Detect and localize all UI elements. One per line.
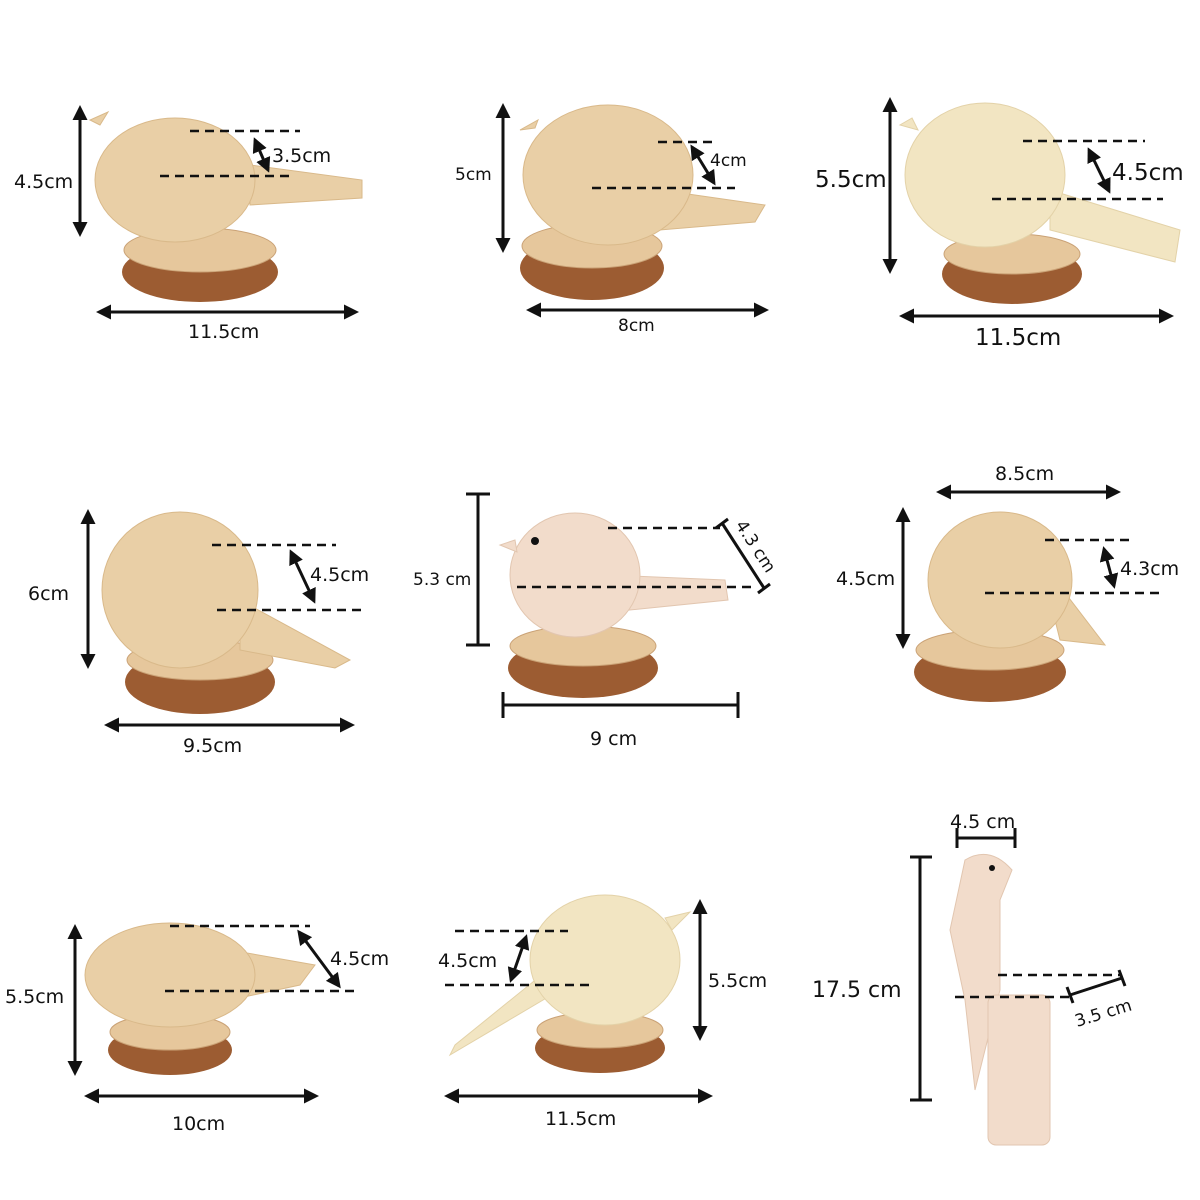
height-label: 5.5cm — [708, 970, 767, 992]
bird-figure-2 — [519, 104, 766, 300]
bird-figure-1 — [88, 110, 363, 302]
depth-arrow — [690, 144, 716, 186]
length-label: 11.5cm — [545, 1108, 616, 1130]
length-label: 11.5cm — [188, 321, 259, 343]
depth-label: 4.5cm — [330, 948, 389, 970]
height-label: 6cm — [28, 583, 69, 605]
depth-arrow — [252, 137, 271, 173]
height-label: 17.5 cm — [812, 978, 902, 1003]
width-label: 8.5cm — [995, 463, 1054, 485]
depth-arrow — [297, 929, 341, 989]
depth-bracket — [1069, 976, 1123, 997]
depth-label: 3.5cm — [272, 145, 331, 167]
height-label: 5.5cm — [815, 167, 887, 193]
parrot-eye — [989, 865, 995, 871]
depth-label: 4.5cm — [1112, 160, 1184, 186]
bird-figure-6 — [914, 511, 1107, 702]
parrot-figure — [949, 853, 1051, 1146]
bird-eye — [531, 537, 539, 545]
depth-label: 4cm — [710, 151, 747, 171]
length-label: 11.5cm — [975, 325, 1061, 351]
height-label: 4.5cm — [14, 171, 73, 193]
height-label: 4.5cm — [836, 568, 895, 590]
depth-label: 4.5cm — [438, 950, 497, 972]
bird-figure-7 — [84, 922, 316, 1075]
bird-figure-8 — [448, 894, 692, 1073]
depth-arrow — [1099, 546, 1119, 589]
length-label: 9 cm — [590, 728, 637, 750]
depth-label: 4.3cm — [1120, 558, 1179, 580]
depth-label: 4.5cm — [310, 564, 369, 586]
height-label: 5cm — [455, 165, 492, 185]
depth-label: 3.5 cm — [1073, 996, 1135, 1032]
bird-figure-5 — [498, 512, 729, 698]
depth-arrow — [1087, 147, 1111, 194]
depth-bracket — [720, 522, 766, 589]
depth-arrow — [507, 934, 530, 983]
bird-figure-4 — [101, 511, 352, 714]
width-label: 4.5 cm — [950, 811, 1015, 833]
length-label: 9.5cm — [183, 735, 242, 757]
height-label: 5.5cm — [5, 986, 64, 1008]
length-label: 8cm — [618, 316, 655, 336]
height-label: 5.3 cm — [413, 570, 471, 590]
depth-arrow — [289, 549, 316, 604]
length-label: 10cm — [172, 1113, 225, 1135]
bird-figure-3 — [898, 102, 1181, 304]
